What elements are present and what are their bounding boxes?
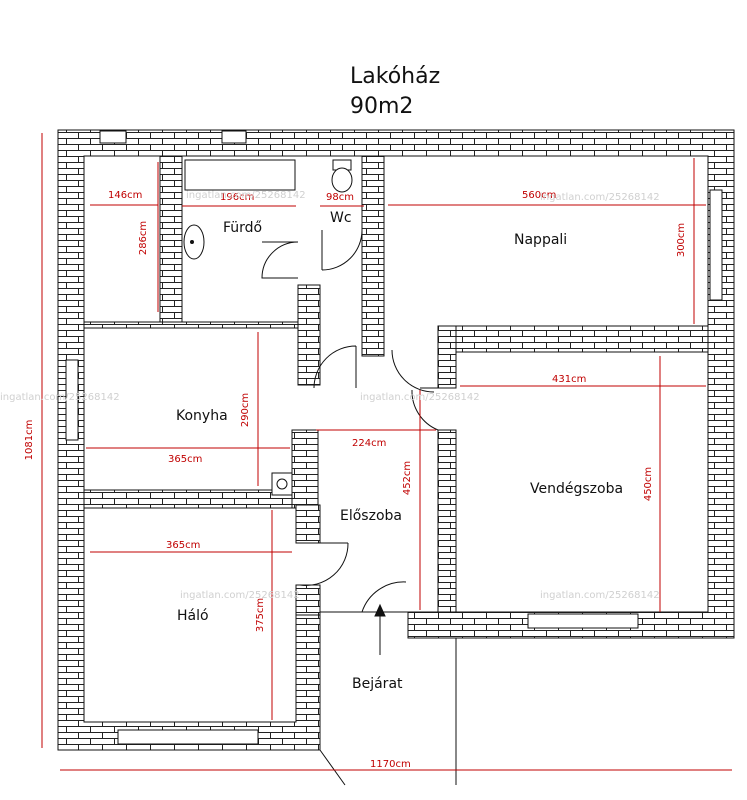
outer-wall [57, 129, 735, 751]
dim-total-width: 1170cm [370, 759, 411, 770]
bathtub [184, 159, 296, 191]
bath-sink [183, 224, 205, 260]
entrance-path [319, 637, 457, 786]
window-top-small [99, 130, 127, 144]
dim-nappali-width: 560cm [522, 190, 556, 201]
door-nappali [391, 349, 435, 393]
room-label-wc: Wc [330, 210, 352, 226]
dim-wc-width: 98cm [326, 192, 354, 203]
watermark: ingatlan.com/25268142 [360, 392, 480, 403]
window-halo [117, 729, 259, 745]
dim-halo-depth: 375cm [255, 598, 266, 632]
dim-nappali-depth: 300cm [676, 223, 687, 257]
room-label-eloszoba: Előszoba [340, 508, 402, 524]
wall-small-konyha [83, 321, 299, 329]
dim-konyha-width: 365cm [168, 454, 202, 465]
dim-konyha-depth: 290cm [240, 393, 251, 427]
plan-title: Lakóház [350, 64, 441, 89]
door-vendeg [411, 387, 439, 431]
dim-eloszoba-depth: 452cm [402, 461, 413, 495]
wall-vendeg-hall-lower [437, 429, 457, 613]
dim-furdo-width: 196cm [220, 192, 254, 203]
dim-vendegszoba-depth: 450cm [643, 467, 654, 501]
doors [261, 229, 457, 786]
window-nappali [709, 189, 723, 301]
watermark: ingatlan.com/25268142 [180, 590, 300, 601]
window-konyha [65, 359, 79, 441]
room-label-nappali: Nappali [514, 232, 567, 248]
wall-vendeg-hall-upper [437, 325, 457, 389]
windows [65, 130, 723, 745]
watermark: ingatlan.com/25268142 [0, 392, 120, 403]
dim-vendegszoba-width: 431cm [552, 374, 586, 385]
room-label-konyha: Konyha [176, 408, 228, 424]
dim-total-depth: 1081cm [24, 420, 35, 461]
wall-nappali-vendeg [437, 325, 709, 353]
door-wc [321, 229, 363, 271]
chimney [271, 472, 293, 496]
plan-area: 90m2 [350, 94, 414, 119]
walls [57, 129, 735, 751]
dim-small-room-depth: 286cm [138, 221, 149, 255]
wall-wc-nappali [361, 155, 385, 357]
watermark: ingatlan.com/25268142 [186, 190, 306, 201]
wall-small-furdo [159, 155, 183, 327]
wall-konyha-halo [83, 489, 299, 509]
door-hall-top [313, 345, 357, 389]
door-halo [299, 542, 349, 586]
wall-halo-hall-upper [295, 504, 321, 544]
wall-konyha-hall [291, 429, 319, 509]
dim-eloszoba-width: 224cm [352, 438, 386, 449]
wall-halo-hall-lower [295, 584, 321, 616]
dimension-lines [41, 133, 732, 771]
watermark: ingatlan.com/25268142 [540, 192, 660, 203]
room-label-furdo: Fürdő [223, 220, 262, 236]
dim-small-room-width: 146cm [108, 190, 142, 201]
watermark: ingatlan.com/25268142 [540, 590, 660, 601]
window-vendeg [527, 613, 639, 629]
wc-fixture [331, 159, 353, 193]
room-label-vendegszoba: Vendégszoba [530, 481, 623, 497]
wall-furdo-hall [297, 284, 321, 386]
room-label-halo: Háló [177, 608, 209, 624]
door-furdo [261, 241, 299, 279]
window-top-furdo [221, 130, 247, 144]
door-entrance [361, 581, 407, 613]
entrance-arrow-icon [374, 603, 386, 655]
dim-halo-width: 365cm [166, 540, 200, 551]
room-label-bejarat: Bejárat [352, 676, 403, 692]
